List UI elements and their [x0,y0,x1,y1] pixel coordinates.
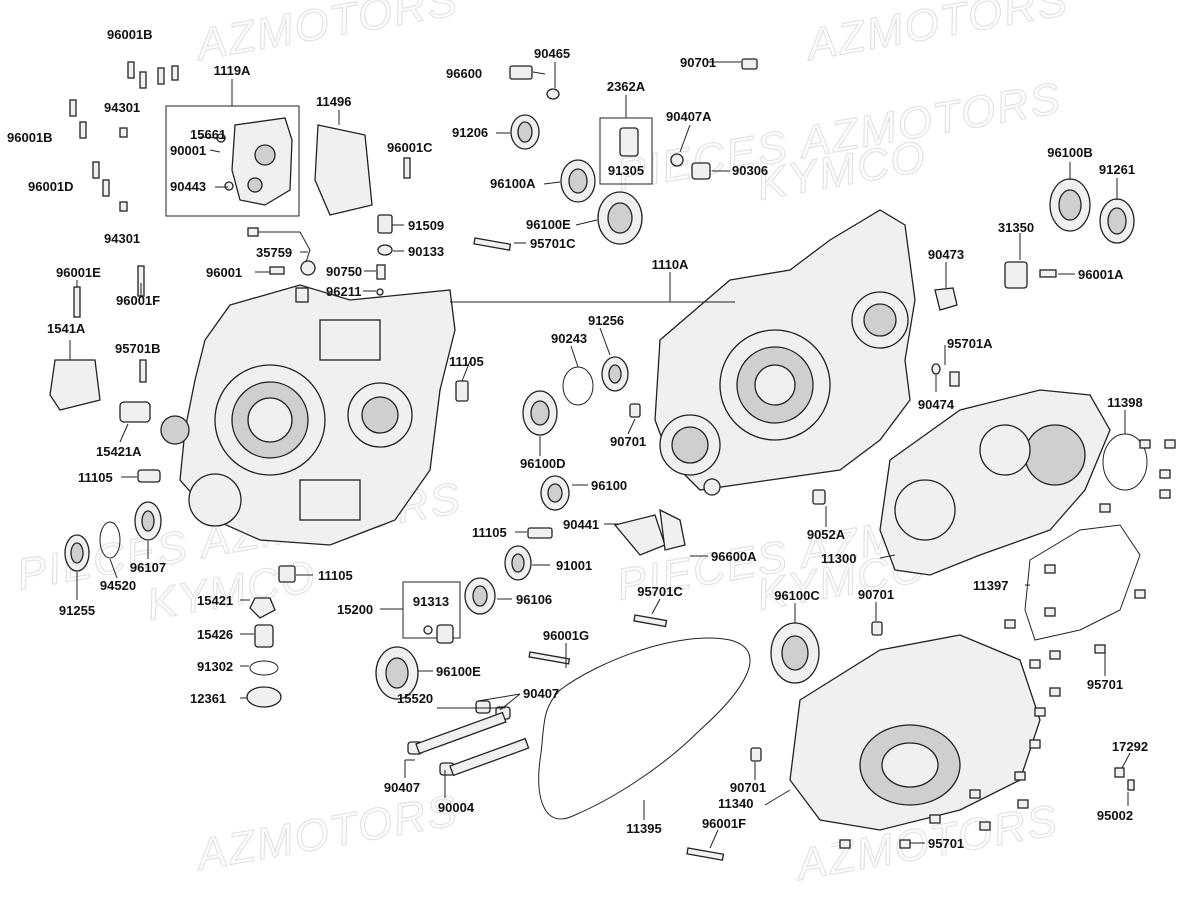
label-11105-c: 11105 [472,525,507,540]
label-96100D: 96100D [520,456,566,471]
part-labels: 96001B 1119A 94301 96001B 15661 90001 96… [7,27,1148,851]
label-11397: 11397 [973,578,1008,593]
label-15421: 15421 [197,593,233,608]
label-96001G: 96001G [543,628,589,643]
label-96001F-low: 96001F [702,816,746,831]
label-90243: 90243 [551,331,587,346]
label-96211: 96211 [326,284,361,299]
label-95701C-mid: 95701C [637,584,683,599]
label-90407-top: 90407 [523,686,559,701]
label-96100E-low: 96100E [436,664,481,679]
label-96001B-left: 96001B [7,130,53,145]
label-94301-a: 94301 [104,100,140,115]
label-90465: 90465 [534,46,570,61]
label-95701-r: 95701 [1087,677,1123,692]
label-90306: 90306 [732,163,768,178]
label-96001A: 96001A [1078,267,1124,282]
label-90750: 90750 [326,264,362,279]
label-95002: 95002 [1097,808,1133,823]
label-94301-b: 94301 [104,231,140,246]
label-90701-low: 90701 [730,780,766,795]
label-17292: 17292 [1112,739,1148,754]
label-94520: 94520 [100,578,136,593]
label-15426: 15426 [197,627,233,642]
label-1119A: 1119A [214,63,251,78]
label-90473: 90473 [928,247,964,262]
label-96001E: 96001E [56,265,101,280]
right-crankcase-drawing [654,209,916,496]
label-1110A: 1110A [652,257,689,272]
label-11398: 11398 [1107,395,1142,410]
label-31350: 31350 [998,220,1034,235]
label-96001B-top: 96001B [107,27,153,42]
label-11300: 11300 [821,551,856,566]
label-96100: 96100 [591,478,627,493]
label-96600A: 96600A [711,549,757,564]
label-96001F-left: 96001F [116,293,160,308]
label-91256: 91256 [588,313,624,328]
label-96001: 96001 [206,265,242,280]
label-91255: 91255 [59,603,95,618]
label-90474: 90474 [918,397,955,412]
label-90004: 90004 [438,800,475,815]
label-96100A: 96100A [490,176,536,191]
label-90701-r: 90701 [858,587,894,602]
label-91509: 91509 [408,218,444,233]
label-95701-low: 95701 [928,836,964,851]
label-96107: 96107 [130,560,166,575]
label-96106: 96106 [516,592,552,607]
parts-layer [49,58,1176,861]
leader-lines [69,61,1131,849]
label-15520: 15520 [397,691,433,706]
watermark-text-top: AZMOTORS [190,0,462,70]
label-96600: 96600 [446,66,482,81]
label-11105-left: 11105 [78,470,113,485]
label-90407A: 90407A [666,109,712,124]
label-90443: 90443 [170,179,206,194]
label-9052A: 9052A [807,527,846,542]
label-90407-low: 90407 [384,780,420,795]
label-91305: 91305 [608,163,644,178]
watermark-text-bottom: AZMOTORS [190,786,462,881]
label-11496: 11496 [316,94,351,109]
label-11105-low: 11105 [318,568,353,583]
label-91261: 91261 [1099,162,1135,177]
label-35759: 35759 [256,245,292,260]
label-96001D: 96001D [28,179,74,194]
label-91206: 91206 [452,125,488,140]
label-96100B: 96100B [1047,145,1093,160]
label-11340: 11340 [718,796,753,811]
label-95701C-top: 95701C [530,236,576,251]
label-12361: 12361 [190,691,226,706]
label-11105-mid: 11105 [449,354,484,369]
label-95701A: 95701A [947,336,993,351]
label-96001C: 96001C [387,140,433,155]
label-95701B: 95701B [115,341,161,356]
label-90133: 90133 [408,244,444,259]
label-96100E-top: 96100E [526,217,571,232]
label-15421A: 15421A [96,444,142,459]
label-2362A: 2362A [607,79,646,94]
label-91302: 91302 [197,659,233,674]
label-90701-top: 90701 [680,55,716,70]
left-crankcase-drawing [160,284,456,546]
label-1541A: 1541A [47,321,86,336]
label-15661: 15661 [190,127,226,142]
label-90001: 90001 [170,143,206,158]
label-91313: 91313 [413,594,449,609]
label-15200: 15200 [337,602,373,617]
label-90441: 90441 [563,517,599,532]
label-91001: 91001 [556,558,592,573]
watermark-text-top-right: AZMOTORS [800,0,1072,70]
label-11395: 11395 [626,821,661,836]
label-96100C: 96100C [774,588,820,603]
label-90701-mid: 90701 [610,434,646,449]
